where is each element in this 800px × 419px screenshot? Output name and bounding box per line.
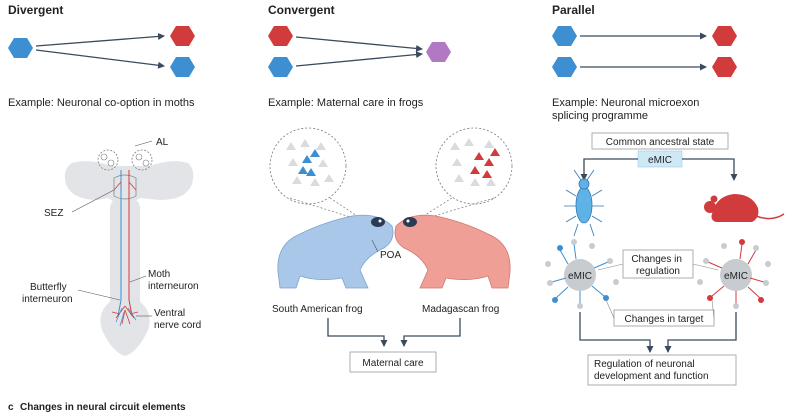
regulation-outcome-box: [587, 354, 737, 386]
convergent-example: Example: Maternal care in frogs: [268, 97, 424, 109]
frog-icon: [277, 214, 394, 289]
hexagon-icon: [268, 57, 293, 77]
parallel-example: Example: Neuronal microexon splicing pro…: [552, 97, 702, 122]
changes-in-regulation-label: Changes in regulation: [631, 254, 684, 277]
convergent-schematic: [268, 26, 451, 77]
convergent-outcome-arrow-right: [400, 318, 461, 347]
emic-left-label: eMIC: [568, 271, 592, 282]
moth-brain-outline-icon: [64, 149, 194, 356]
brain-magnifier-left: [269, 127, 367, 223]
hexagon-icon: [268, 26, 293, 46]
brain-magnifier-right: [413, 127, 513, 223]
hexagon-icon: [170, 26, 195, 46]
convergent-heading: Convergent: [268, 3, 335, 17]
emic-network-left: eMIC: [545, 239, 619, 309]
divergent-panel: Divergent Example: Neuronal co-option in…: [8, 3, 201, 356]
hexagon-icon: [170, 57, 195, 77]
maternal-care-box: [349, 351, 437, 373]
regulation-outcome-label: Regulation of neuronal development and f…: [594, 359, 709, 382]
madagascan-frog-label: Madagascan frog: [422, 304, 499, 315]
panel-title: Changes in neural circuit elements: [20, 402, 186, 413]
ancestral-arrow-mouse: [682, 158, 738, 181]
hexagon-icon: [552, 26, 577, 46]
emic-ancestral-label: eMIC: [648, 155, 672, 166]
parallel-panel: Parallel Example: Neuronal microexon spl…: [545, 3, 785, 386]
ancestral-arrow-insect: [580, 158, 638, 181]
convergent-panel: Convergent Example: Maternal care in fro…: [268, 3, 513, 373]
maternal-care-label: Maternal care: [362, 358, 424, 369]
south-american-frog-label: South American frog: [272, 304, 363, 315]
divergent-example: Example: Neuronal co-option in moths: [8, 97, 195, 109]
moth-interneuron-label: Moth interneuron: [148, 269, 199, 292]
emic-network-right: eMIC: [697, 239, 771, 309]
common-ancestral-state-label: Common ancestral state: [606, 137, 715, 148]
parallel-schematic: [552, 26, 737, 77]
hexagon-icon: [426, 42, 451, 62]
butterfly-interneuron-label: Butterfly interneuron: [22, 282, 73, 305]
frog-icon: [394, 214, 511, 289]
divergent-schematic: [8, 26, 195, 77]
hexagon-icon: [8, 38, 33, 58]
parallel-heading: Parallel: [552, 3, 595, 17]
emic-right-label: eMIC: [724, 271, 748, 282]
poa-label: POA: [380, 250, 401, 261]
changes-in-target-label: Changes in target: [625, 314, 704, 325]
convergent-arrow-bottom: [295, 51, 423, 67]
panel-letter: c: [8, 402, 14, 413]
hexagon-icon: [712, 57, 737, 77]
parallel-outcome-arrow-left: [579, 312, 654, 353]
footer: c Changes in neural circuit elements: [8, 402, 186, 413]
sez-label: SEZ: [44, 208, 63, 219]
al-label: AL: [156, 137, 169, 148]
divergent-heading: Divergent: [8, 3, 63, 17]
insect-icon: [564, 169, 604, 237]
divergent-arrow-top: [35, 32, 165, 47]
divergent-arrow-bottom: [35, 49, 165, 69]
hexagon-icon: [552, 57, 577, 77]
convergent-outcome-arrow-left: [327, 318, 388, 347]
common-ancestral-state-box: [591, 132, 729, 150]
convergent-arrow-top: [295, 36, 423, 52]
mouse-icon: [704, 194, 785, 222]
parallel-outcome-arrow-right: [664, 312, 737, 353]
hexagon-icon: [712, 26, 737, 46]
ventral-nerve-cord-label: Ventral nerve cord: [154, 308, 201, 331]
